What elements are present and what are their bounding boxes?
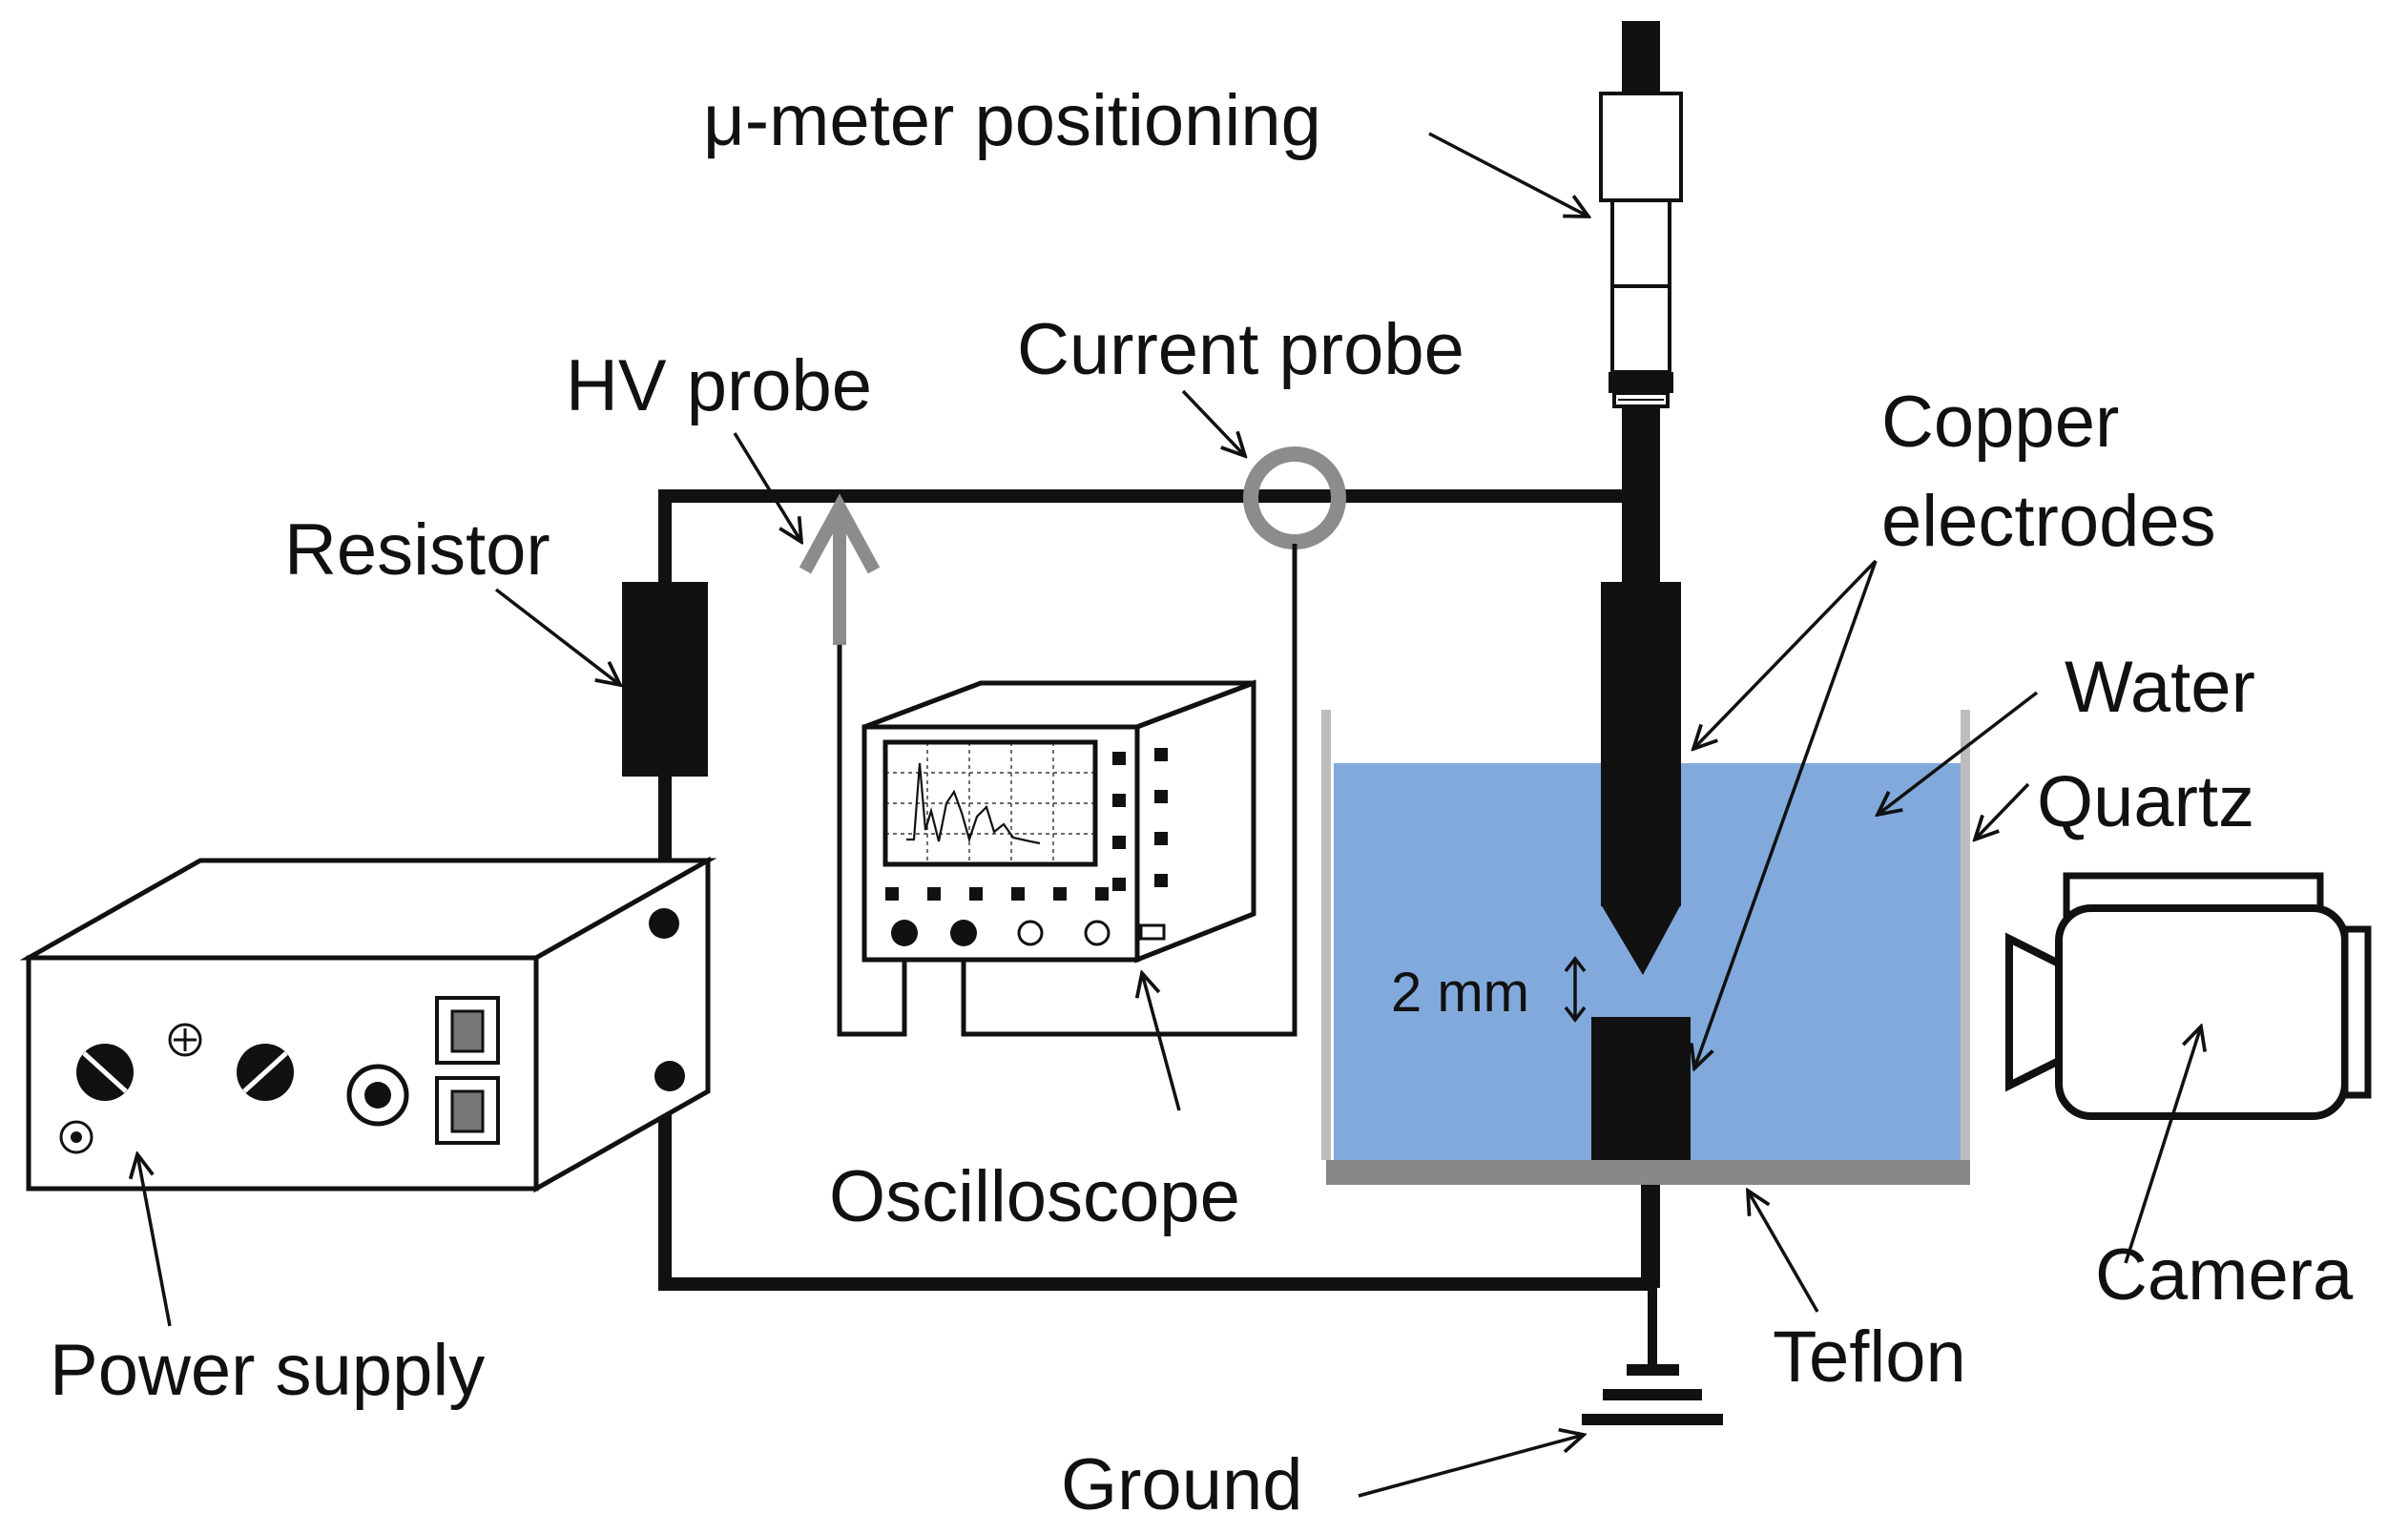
oscilloscope-channel-2: [950, 920, 977, 946]
micrometer-positioner: [1599, 21, 1683, 408]
leader-arrows: [137, 132, 2201, 1498]
label-resistor: Resistor: [284, 509, 550, 591]
label-current-probe: Current probe: [1017, 309, 1464, 390]
label-quartz: Quartz: [2037, 761, 2254, 842]
oscilloscope-channel-1: [891, 920, 918, 946]
label-gap: 2 mm: [1391, 962, 1529, 1024]
power-supply-switch-bottom: [435, 1076, 500, 1145]
label-copper: Copper: [1881, 382, 2119, 463]
label-water: Water: [2065, 647, 2255, 728]
power-supply-small-jack: [59, 1120, 93, 1154]
label-ground: Ground: [1061, 1444, 1303, 1525]
teflon-base: [1326, 1160, 1970, 1185]
label-power-supply: Power supply: [50, 1330, 485, 1411]
quartz-left-wall: [1321, 710, 1331, 1160]
bottom-copper-electrode: [1591, 1017, 1691, 1288]
oscilloscope: [861, 679, 1256, 964]
power-supply-indicator: [168, 1023, 202, 1057]
ground-symbol: [1582, 1288, 1723, 1425]
label-electrodes: electrodes: [1881, 481, 2216, 562]
resistor: [622, 582, 708, 777]
label-camera: Camera: [2095, 1234, 2354, 1316]
label-teflon: Teflon: [1773, 1316, 1966, 1398]
oscilloscope-buttons: [885, 748, 1168, 901]
hv-probe: [799, 493, 907, 1037]
oscilloscope-screen: [882, 739, 1098, 867]
power-supply-knob-left: [76, 1044, 134, 1101]
power-supply-knob-right: [237, 1044, 294, 1101]
labels: μ-meter positioning Current probe HV pro…: [50, 80, 2354, 1525]
current-probe: [961, 446, 1346, 1037]
label-hv-probe: HV probe: [566, 345, 872, 426]
camera: [2005, 872, 2372, 1120]
top-copper-electrode: [1601, 406, 1681, 975]
label-oscilloscope: Oscilloscope: [829, 1156, 1240, 1237]
quartz-right-wall: [1961, 710, 1970, 1160]
power-supply-output-jack: [346, 1064, 409, 1127]
power-supply: [19, 856, 717, 1193]
gap-indicator: [1564, 956, 1587, 1023]
label-micrometer-positioning: μ-meter positioning: [703, 80, 1321, 161]
power-supply-switch-top: [435, 996, 500, 1065]
